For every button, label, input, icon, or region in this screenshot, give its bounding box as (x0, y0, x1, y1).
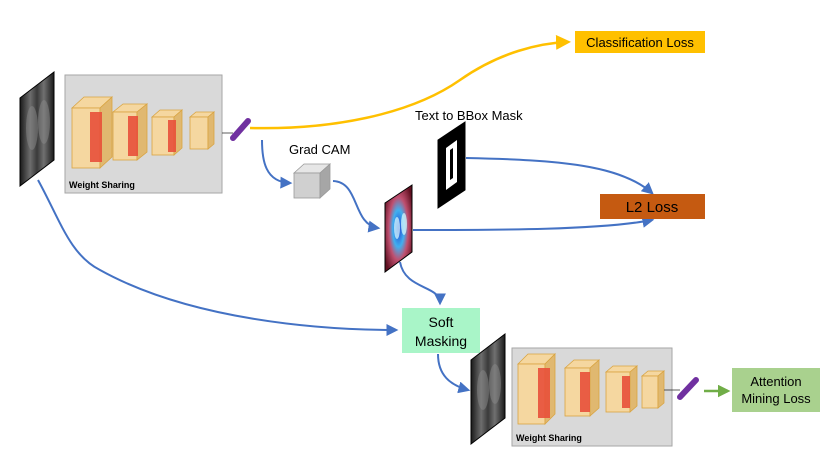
classification-arrow (249, 34, 571, 130)
attention-heatmap (384, 184, 413, 273)
masked-xray-image (470, 332, 506, 446)
attention-mining-loss-box (732, 368, 820, 412)
weight-sharing-top-label: Weight Sharing (69, 180, 135, 190)
grad-cam-label: Grad CAM (289, 142, 350, 157)
bottom-feature-vector (677, 377, 699, 400)
classification-loss-label: Classification Loss (586, 35, 694, 50)
soft-masking-box (402, 308, 480, 353)
attention-mining-label-2: Mining Loss (741, 391, 811, 406)
arrow-gradcam-to-heatmap (332, 180, 381, 233)
attention-mining-label-1: Attention (750, 374, 801, 389)
l2-loss-box (600, 194, 705, 219)
arrow-heatmap-to-l2 (412, 215, 655, 231)
arrow-softmask-to-masked-image (437, 353, 471, 394)
top-conv-layer-3 (150, 109, 184, 156)
soft-masking-label-2: Masking (415, 333, 467, 349)
arrow-heatmap-to-softmask (399, 261, 446, 306)
arrow-mask-to-l2 (465, 157, 654, 195)
arrow-network-to-gradcam (261, 139, 293, 189)
bottom-conv-layer-4 (640, 370, 666, 409)
classification-loss-box (575, 31, 705, 53)
top-conv-layer-1 (70, 96, 114, 169)
bbox-mask-image (437, 121, 466, 209)
top-conv-layer-4 (188, 111, 216, 150)
top-conv-layer-2 (111, 103, 149, 161)
bottom-conv-layer-2 (563, 359, 601, 417)
bottom-conv-layer-3 (604, 365, 639, 413)
l2-loss-label: L2 Loss (626, 199, 679, 216)
bottom-conv-layer-1 (517, 353, 556, 425)
arrow-input-to-softmask (37, 179, 399, 336)
text-to-bbox-mask-label: Text to BBox Mask (415, 108, 523, 123)
weight-sharing-bottom-label: Weight Sharing (516, 433, 582, 443)
top-network-panel: Weight Sharing (64, 74, 223, 194)
soft-masking-label-1: Soft (429, 314, 454, 330)
top-feature-vector (230, 118, 251, 141)
input-xray-image (19, 70, 55, 188)
bottom-network-panel: Weight Sharing (511, 347, 673, 447)
grad-cam-cube (292, 163, 332, 199)
